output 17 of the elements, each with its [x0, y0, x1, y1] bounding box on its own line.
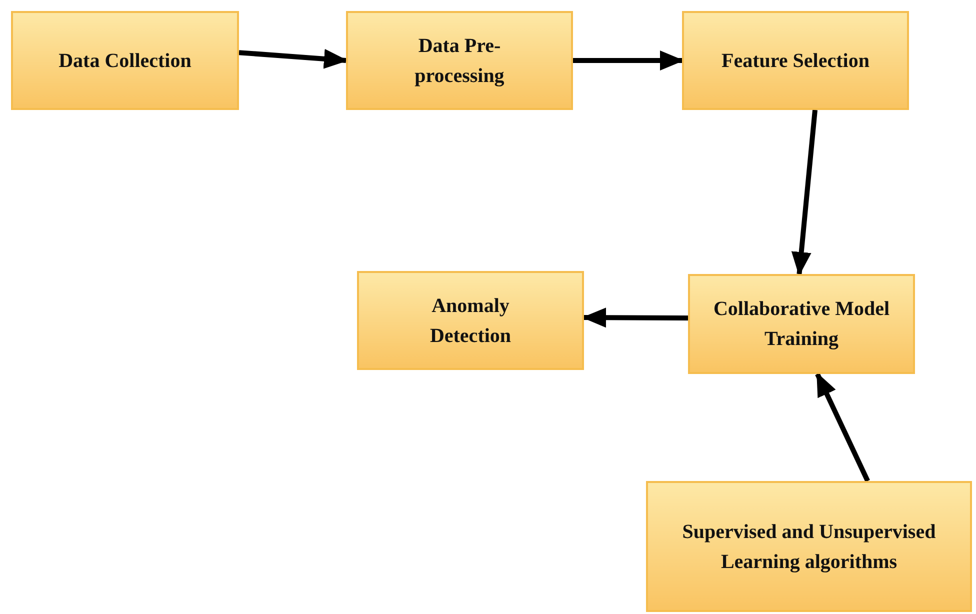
arrow: [815, 372, 870, 482]
process-box: [346, 11, 573, 110]
box-label: Feature Selection: [720, 48, 870, 74]
arrow: [582, 308, 688, 328]
process-box: [11, 11, 239, 110]
process-box: [357, 271, 584, 370]
arrow: [791, 110, 818, 276]
box-label: Supervised and Unsupervised Learning algorithms: [681, 520, 937, 574]
process-box: [646, 481, 972, 612]
process-box: [682, 11, 909, 110]
process-box: [688, 274, 915, 374]
box-label: Anomaly Detection: [428, 294, 512, 348]
arrow: [238, 48, 348, 69]
box-label: Data Collection: [58, 48, 192, 74]
box-label: Collaborative Model Training: [712, 297, 891, 352]
arrow: [573, 50, 684, 70]
box-label: Data Pre-processing: [414, 34, 506, 88]
